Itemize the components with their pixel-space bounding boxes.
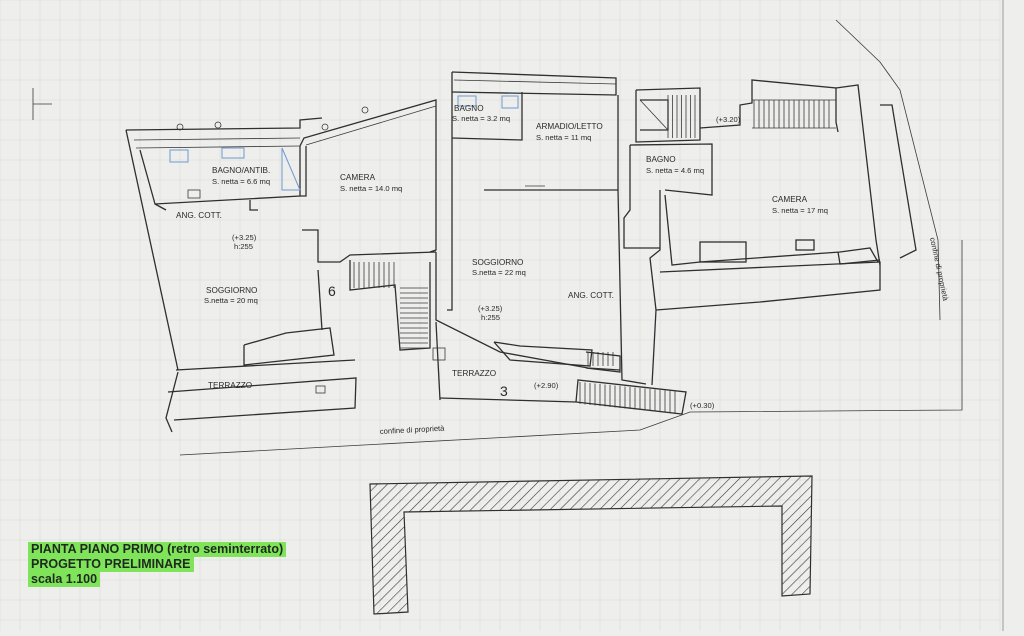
area-soggiorno-2: S.netta = 22 mq xyxy=(472,268,526,277)
area-bagno-3: S. netta = 4.6 mq xyxy=(646,166,704,175)
area-armadio-letto: S. netta = 11 mq xyxy=(536,133,591,142)
unit-right-walls xyxy=(623,79,917,386)
level-mark-1: (+3.25) xyxy=(232,233,257,242)
area-bagno-2: S. netta = 3.2 mq xyxy=(452,114,510,123)
property-line-bottom xyxy=(179,19,963,456)
area-soggiorno-1: S.netta = 20 mq xyxy=(204,296,258,305)
corner-mark xyxy=(32,88,52,120)
label-camera-1: CAMERA xyxy=(340,173,376,182)
unit-6-walls xyxy=(125,99,437,433)
label-terrazzo-1: TERRAZZO xyxy=(208,381,252,390)
label-bagno-antib: BAGNO/ANTIB. xyxy=(212,166,270,175)
unit-number-3: 3 xyxy=(500,383,508,399)
drawing-legend: PIANTA PIANO PRIMO (retro seminterrato) … xyxy=(28,542,287,587)
label-bagno-2: BAGNO xyxy=(454,104,484,113)
label-armadio-letto: ARMADIO/LETTO xyxy=(536,122,603,131)
stair-right xyxy=(667,95,836,138)
legend-scale: scala 1.100 xyxy=(28,572,101,587)
label-ang-cott-2: ANG. COTT. xyxy=(568,291,614,300)
property-label-bottom: confine di proprietà xyxy=(380,424,446,436)
stair-terrace xyxy=(575,379,687,415)
label-bagno-3: BAGNO xyxy=(646,155,676,164)
unit-number-6: 6 xyxy=(328,283,336,299)
unit-3-walls xyxy=(432,71,647,403)
stair-unit-6 xyxy=(349,260,431,351)
hatched-courtyard-wall xyxy=(369,475,813,615)
level-mark-2: (+3.25) xyxy=(478,304,503,313)
level-stair-top: (+3.20) xyxy=(716,115,741,124)
label-soggiorno-1: SOGGIORNO xyxy=(206,286,257,295)
label-ang-cott-1: ANG. COTT. xyxy=(176,211,222,220)
stair-unit-3 xyxy=(585,351,621,373)
label-terrazzo-2: TERRAZZO xyxy=(452,369,496,378)
bagno-1-fixtures xyxy=(169,147,301,199)
legend-subtitle: PROGETTO PRELIMINARE xyxy=(28,557,194,572)
area-camera-1: S. netta = 14.0 mq xyxy=(340,184,402,193)
label-soggiorno-2: SOGGIORNO xyxy=(472,258,523,267)
level-stair-bottom: (+0.30) xyxy=(690,401,715,410)
ceiling-2: h:255 xyxy=(481,313,500,322)
legend-title: PIANTA PIANO PRIMO (retro seminterrato) xyxy=(28,542,287,557)
area-camera-3: S. netta = 17 mq xyxy=(772,206,828,215)
level-terrazzo-2: (+2.90) xyxy=(534,381,559,390)
area-bagno-antib: S. netta = 6.6 mq xyxy=(212,177,270,186)
label-camera-3: CAMERA xyxy=(772,195,808,204)
ceiling-1: h:255 xyxy=(234,242,253,251)
